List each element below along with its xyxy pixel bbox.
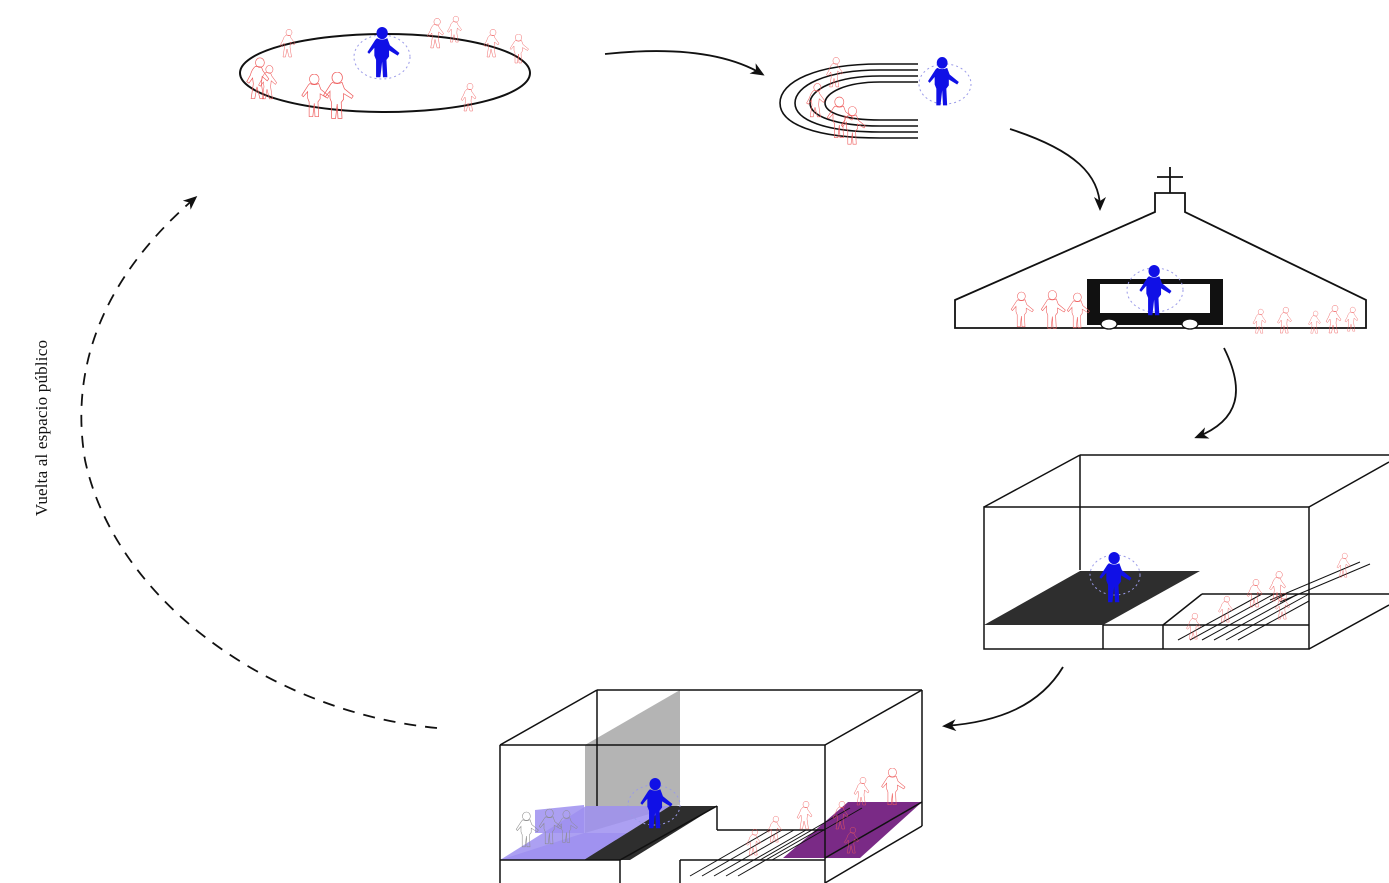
flow-arrows	[80, 50, 1237, 732]
crowd-figure-icon	[1277, 306, 1292, 334]
cart-icon	[1087, 279, 1223, 330]
aura	[1126, 267, 1184, 313]
arrow-return-dashed	[80, 196, 438, 729]
aura	[353, 34, 411, 80]
dark-platform	[984, 571, 1200, 625]
room-split-icon	[499, 689, 923, 883]
stage-church	[954, 167, 1367, 334]
room-crowd	[1186, 552, 1351, 640]
stripes	[1177, 561, 1371, 641]
protagonist-figure-icon	[928, 57, 959, 106]
return-label: Vuelta al espacio público	[32, 339, 51, 517]
crowd-figure-icon	[1010, 291, 1034, 328]
church-icon	[954, 192, 1367, 329]
crowd-figure-icon	[796, 800, 813, 830]
stage-ring	[239, 15, 531, 119]
dark-platform	[584, 840, 660, 860]
crowd-figure-icon	[1308, 310, 1321, 334]
protagonist-figure-icon	[1139, 265, 1172, 316]
stage-room-split	[499, 689, 923, 883]
crowd-figure-icon	[1246, 578, 1263, 608]
aura	[627, 784, 681, 826]
arc-seating-icon	[779, 63, 918, 139]
crowd-figure-icon	[853, 776, 870, 806]
crowd-figure-icon	[1040, 290, 1066, 329]
arrow-church-to-room	[1194, 347, 1237, 439]
arrow-ring-to-arcs	[604, 50, 765, 76]
purple-floor	[783, 802, 922, 858]
crowd-figure-icon	[483, 28, 500, 58]
cross-icon	[1157, 167, 1183, 193]
lilac-floor	[500, 806, 670, 860]
stage-room-platform	[983, 454, 1389, 650]
crowd-figure-icon	[881, 768, 906, 806]
crowd-figure-icon	[1252, 308, 1267, 334]
arrow-arcs-to-church	[1009, 128, 1106, 211]
stripes	[689, 807, 863, 877]
crowd-figure-icon	[1066, 292, 1090, 329]
stage-arcs	[779, 56, 972, 145]
arrow-room-to-split	[942, 666, 1064, 732]
crowd-figure-icon	[301, 74, 330, 117]
crowd-figure-icon	[427, 17, 444, 49]
room-platform-icon	[983, 454, 1389, 650]
